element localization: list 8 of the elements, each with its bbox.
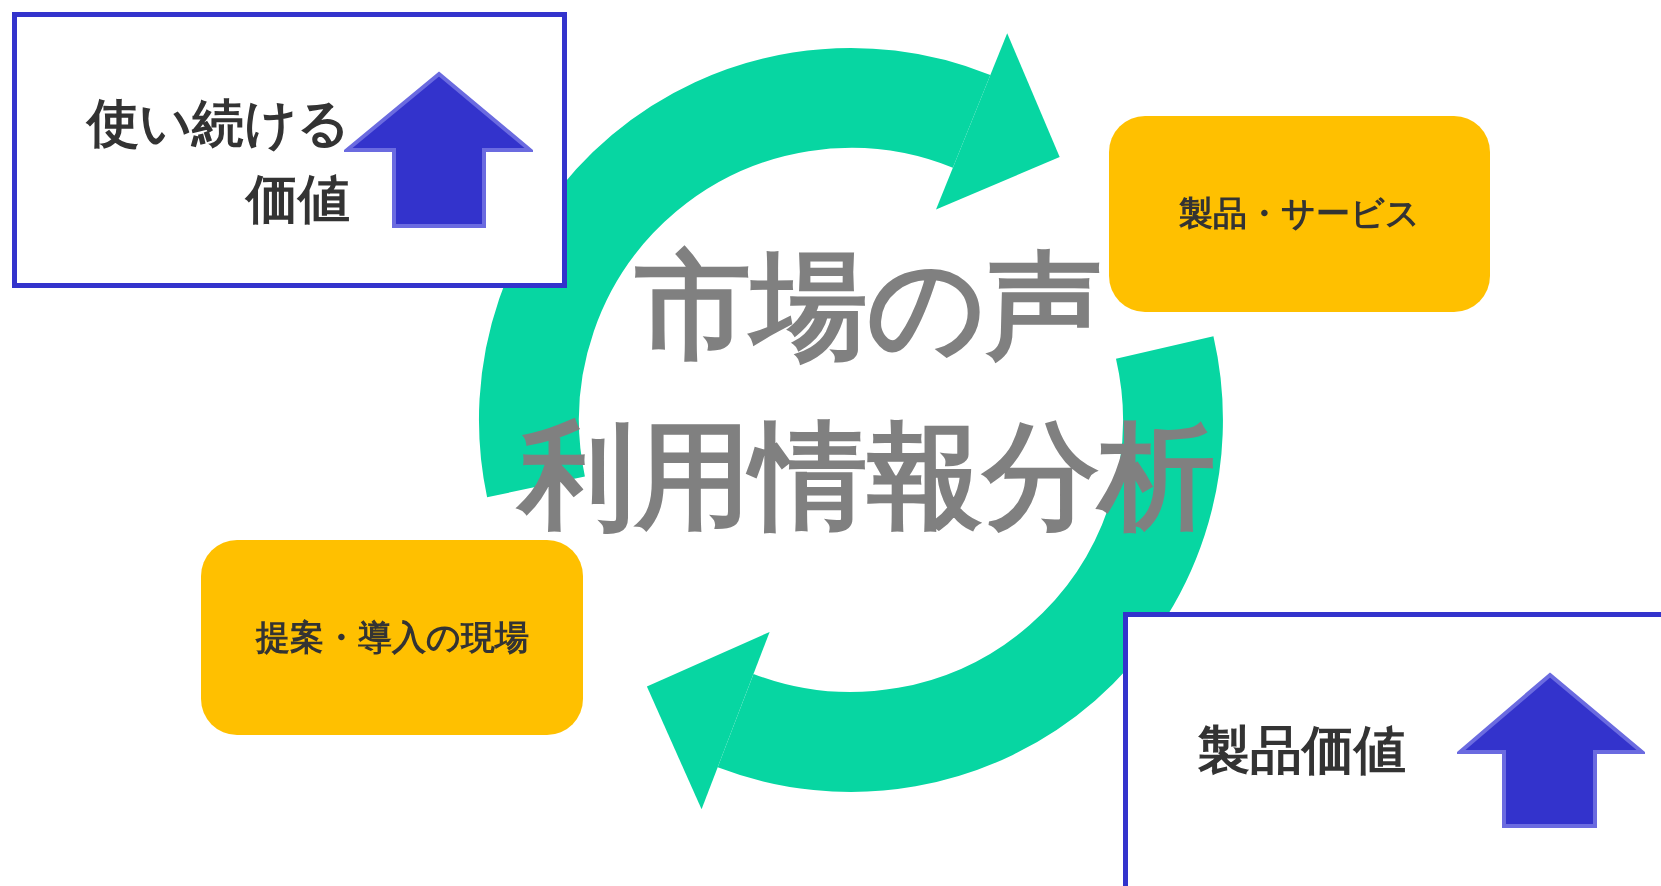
value-text: 使い続ける価値	[85, 92, 350, 231]
process-box: 製品・サービス	[1109, 116, 1490, 312]
value-text: 製品価値	[1198, 719, 1407, 782]
cycle-arrow	[479, 31, 1062, 495]
value-panel	[12, 12, 567, 288]
cycle-arrow	[644, 339, 1223, 812]
process-box: 提案・導入の現場	[201, 540, 583, 735]
value-panel	[1123, 612, 1661, 886]
